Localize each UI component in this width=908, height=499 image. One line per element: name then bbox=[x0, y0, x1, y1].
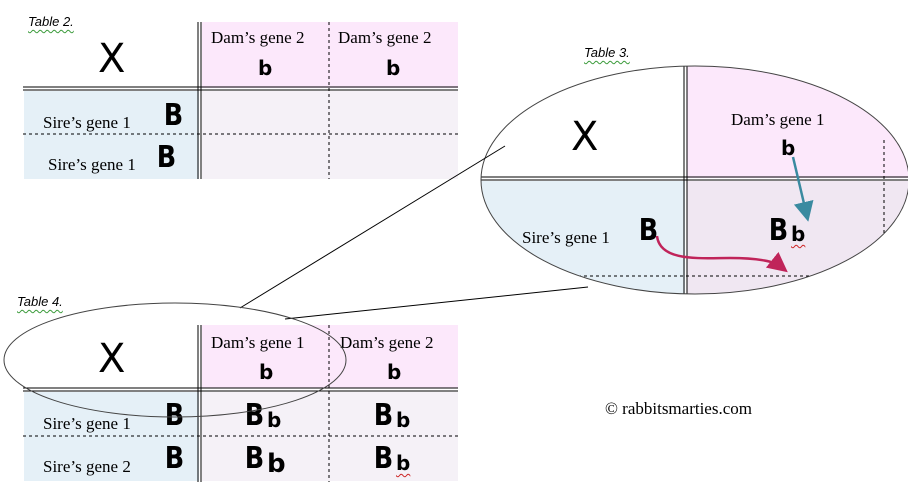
copyright-text: © rabbitsmarties.com bbox=[605, 399, 752, 418]
table4-col2-allele: b bbox=[387, 360, 402, 384]
table2-col1-allele: b bbox=[258, 56, 273, 80]
table4-r1c2-small: b bbox=[396, 408, 411, 432]
table4-r1c1-big: B bbox=[244, 398, 265, 433]
table3-col-allele: b bbox=[781, 136, 796, 160]
table4-col1-label: Dam’s gene 1 bbox=[211, 333, 305, 352]
table2-col2-allele: b bbox=[386, 56, 401, 80]
table4-row1-allele: B bbox=[164, 398, 185, 433]
table2-row1-label: Sire’s gene 1 bbox=[43, 113, 131, 132]
table2-caption: Table 2. bbox=[28, 14, 74, 29]
table3-row-allele: B bbox=[638, 213, 659, 248]
table3-cell-big-allele: B bbox=[768, 213, 789, 248]
table2-corner-x: X bbox=[98, 36, 126, 82]
table4-caption: Table 4. bbox=[17, 294, 63, 309]
table4-col1-allele: b bbox=[259, 360, 274, 384]
table4-row1-label: Sire’s gene 1 bbox=[43, 414, 131, 433]
table4-r2c2-small: b bbox=[396, 451, 411, 475]
table2-col1-label: Dam’s gene 2 bbox=[211, 28, 305, 47]
table4-row2-allele: B bbox=[164, 441, 185, 476]
table4-col2-label: Dam’s gene 2 bbox=[340, 333, 434, 352]
table4-corner-x: X bbox=[98, 336, 126, 382]
table4-row2-label: Sire’s gene 2 bbox=[43, 457, 131, 476]
table4-r2c1-small: b bbox=[267, 449, 286, 479]
table2-row2-allele: B bbox=[156, 140, 177, 175]
table4-r1c2-big: B bbox=[373, 398, 394, 433]
table4-r2c1-big: B bbox=[244, 441, 265, 476]
table2-header-bg bbox=[202, 22, 458, 88]
table4-r2c2-big: B bbox=[373, 441, 394, 476]
table2-row1-allele: B bbox=[163, 98, 184, 133]
table4-r1c1-small: b bbox=[267, 408, 282, 432]
table3-row-label: Sire’s gene 1 bbox=[522, 228, 610, 247]
table3-cell-small-allele: b bbox=[791, 222, 806, 246]
table3-corner-x: X bbox=[571, 114, 599, 160]
table2-row2-label: Sire’s gene 1 bbox=[48, 155, 136, 174]
table2-col2-label: Dam’s gene 2 bbox=[338, 28, 432, 47]
table2-cells-bg bbox=[202, 91, 458, 179]
table3-col-label: Dam’s gene 1 bbox=[731, 110, 825, 129]
table2-rowheader-bg bbox=[24, 91, 199, 179]
table3-caption: Table 3. bbox=[584, 45, 630, 60]
